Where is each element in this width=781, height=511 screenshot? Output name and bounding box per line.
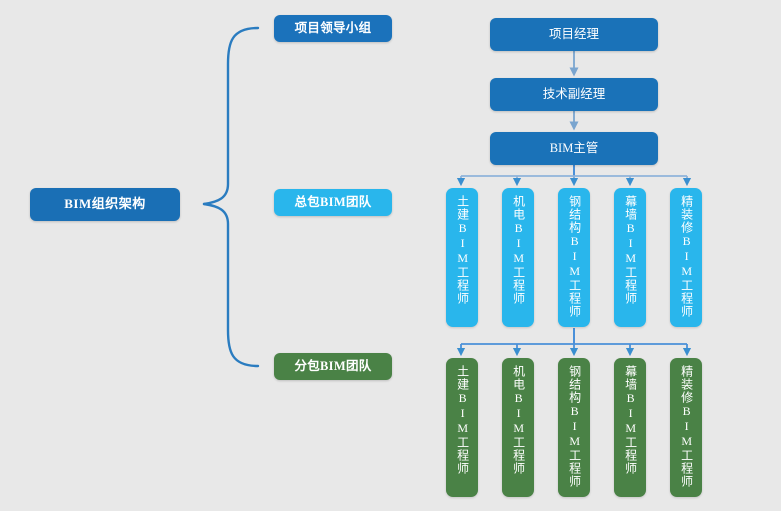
node-deputy-technical-manager[interactable]: 技术副经理 [490, 78, 658, 111]
node-bim-supervisor[interactable]: BIM主管 [490, 132, 658, 165]
node-gc-role-mep[interactable]: 机电BIM工程师 [502, 188, 534, 327]
green-bus [456, 343, 692, 357]
node-sub-role-civil[interactable]: 土建BIM工程师 [446, 358, 478, 497]
node-category-subcontractor-team[interactable]: 分包BIM团队 [274, 353, 392, 380]
node-category-leadership-group[interactable]: 项目领导小组 [274, 15, 392, 42]
node-sub-role-mep-label: 机电BIM工程师 [511, 365, 526, 475]
node-gc-role-steel-structure[interactable]: 钢结构BIM工程师 [558, 188, 590, 327]
node-gc-role-civil[interactable]: 土建BIM工程师 [446, 188, 478, 327]
node-sub-role-steel-structure[interactable]: 钢结构BIM工程师 [558, 358, 590, 497]
node-category-general-contractor-team[interactable]: 总包BIM团队 [274, 189, 392, 216]
brace-connector [202, 26, 260, 368]
node-gc-role-curtain-wall-label: 幕墙BIM工程师 [623, 195, 638, 305]
node-sub-role-curtain-wall[interactable]: 幕墙BIM工程师 [614, 358, 646, 497]
node-sub-role-interior-finishing-label: 精装修BIM工程师 [679, 365, 694, 488]
blue-bus [456, 175, 692, 187]
node-sub-role-steel-structure-label: 钢结构BIM工程师 [567, 365, 582, 488]
node-bim-organization-root[interactable]: BIM组织架构 [30, 188, 180, 221]
node-gc-role-steel-structure-label: 钢结构BIM工程师 [567, 195, 582, 318]
node-sub-role-civil-label: 土建BIM工程师 [455, 365, 470, 475]
node-gc-role-civil-label: 土建BIM工程师 [455, 195, 470, 305]
node-gc-role-curtain-wall[interactable]: 幕墙BIM工程师 [614, 188, 646, 327]
node-gc-role-mep-label: 机电BIM工程师 [511, 195, 526, 305]
node-sub-role-curtain-wall-label: 幕墙BIM工程师 [623, 365, 638, 475]
node-gc-role-interior-finishing-label: 精装修BIM工程师 [679, 195, 694, 318]
node-sub-role-mep[interactable]: 机电BIM工程师 [502, 358, 534, 497]
node-gc-role-interior-finishing[interactable]: 精装修BIM工程师 [670, 188, 702, 327]
node-sub-role-interior-finishing[interactable]: 精装修BIM工程师 [670, 358, 702, 497]
node-project-manager[interactable]: 项目经理 [490, 18, 658, 51]
